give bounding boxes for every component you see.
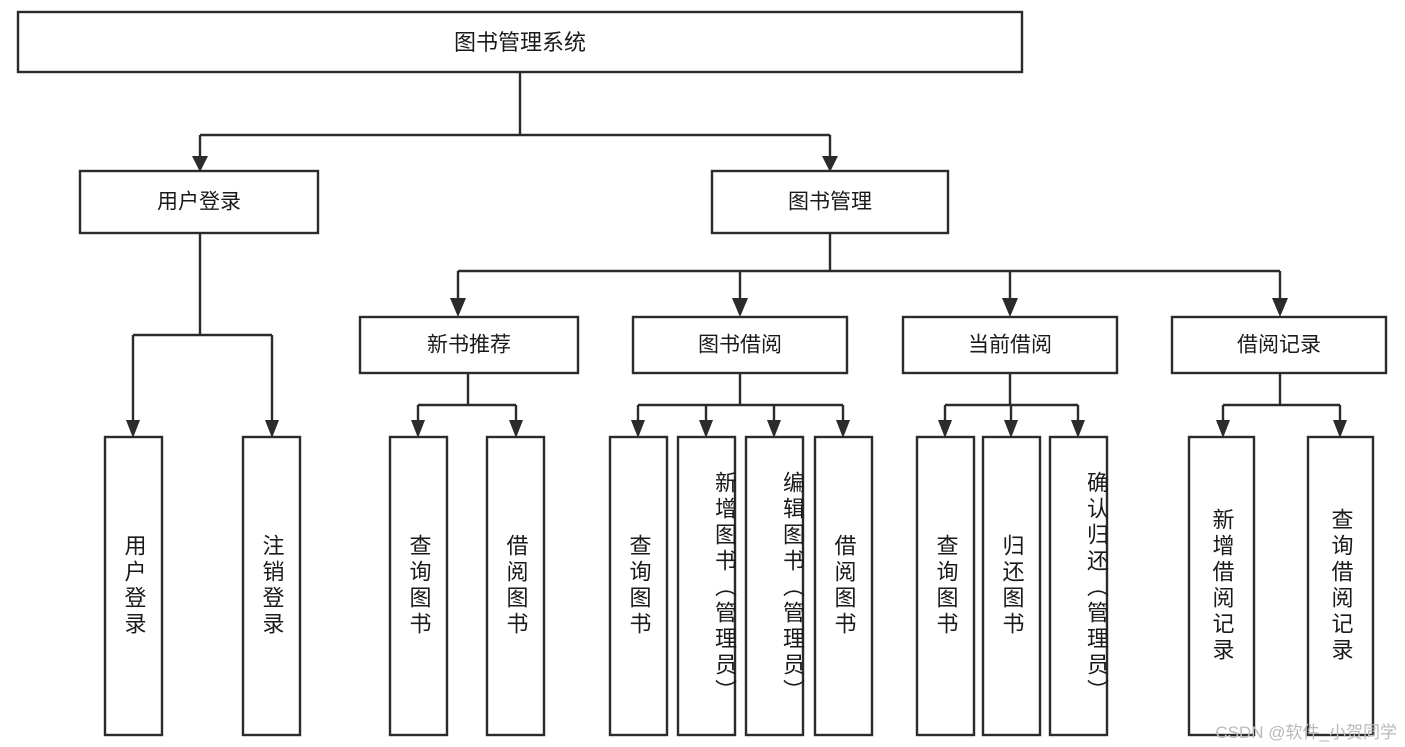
arrow-br-leaf-2 (1333, 420, 1347, 438)
node-box-leaf-add-book[interactable] (676, 435, 737, 737)
arrow-bb-leaf-3 (767, 420, 781, 438)
node-box-book-borrow[interactable] (631, 315, 849, 375)
node-label-book-borrow: 图书借阅 (698, 334, 782, 357)
arrow-bb-leaf-1 (631, 420, 645, 438)
node-user-login[interactable]: 用户登录 (78, 169, 320, 235)
node-borrow-record[interactable]: 借阅记录 (1170, 315, 1388, 375)
node-new-book-recommend[interactable]: 新书推荐 (358, 315, 580, 375)
arrow-bb-leaf-4 (836, 420, 850, 438)
arrow-br-leaf-1 (1216, 420, 1230, 438)
arrow-cb-leaf-3 (1071, 420, 1085, 438)
arrow-user-login-leaf-1 (126, 420, 140, 438)
node-current-borrow[interactable]: 当前借阅 (901, 315, 1119, 375)
node-box-leaf-user-login[interactable] (103, 435, 164, 737)
connector-group-user-login (126, 233, 279, 438)
arrow-bm-to-current-borrow (1002, 298, 1018, 317)
node-box-book-management[interactable] (710, 169, 950, 235)
node-box-leaf-query-record[interactable] (1306, 435, 1375, 737)
node-label-user-login: 用户登录 (157, 191, 241, 214)
arrow-nbr-leaf-2 (509, 420, 523, 438)
node-label-new-book-recommend: 新书推荐 (427, 334, 511, 357)
watermark-label: CSDN @软件_小贺同学 (1215, 723, 1397, 742)
node-box-current-borrow[interactable] (901, 315, 1119, 375)
node-box-leaf-add-record[interactable] (1187, 435, 1256, 737)
node-box-leaf-edit-book[interactable] (744, 435, 805, 737)
node-box-title-system[interactable] (16, 10, 1024, 74)
node-label-borrow-record: 借阅记录 (1237, 334, 1321, 357)
connector-group-book-management (450, 233, 1288, 317)
node-box-leaf-borrow-book-2[interactable] (813, 435, 874, 737)
node-book-borrow[interactable]: 图书借阅 (631, 315, 849, 375)
node-label-book-management: 图书管理 (788, 191, 872, 214)
node-box-leaf-borrow-book-1[interactable] (485, 435, 546, 737)
arrow-bm-to-book-borrow (732, 298, 748, 317)
node-label-title-system: 图书管理系统 (454, 30, 586, 55)
arrow-root-to-book-management (822, 156, 838, 172)
arrow-bm-to-new-book-recommend (450, 298, 466, 317)
connector-group-book-borrow (631, 373, 850, 438)
node-box-user-login[interactable] (78, 169, 320, 235)
arrow-user-login-leaf-2 (265, 420, 279, 438)
node-box-leaf-confirm-return[interactable] (1048, 435, 1109, 737)
node-box-borrow-record[interactable] (1170, 315, 1388, 375)
node-label-current-borrow: 当前借阅 (968, 334, 1052, 357)
arrow-bm-to-borrow-record (1272, 298, 1288, 317)
node-box-leaf-query-book-2[interactable] (608, 435, 669, 737)
node-box-leaf-logout-login[interactable] (241, 435, 302, 737)
connector-group-new-book-recommend (411, 373, 523, 438)
arrow-cb-leaf-1 (938, 420, 952, 438)
node-box-new-book-recommend[interactable] (358, 315, 580, 375)
node-book-management[interactable]: 图书管理 (710, 169, 950, 235)
arrow-bb-leaf-2 (699, 420, 713, 438)
node-title-system[interactable]: 图书管理系统 (16, 10, 1024, 74)
connector-group-borrow-record (1216, 373, 1347, 438)
node-box-leaf-query-book-3[interactable] (915, 435, 976, 737)
connector-group-current-borrow (938, 373, 1085, 438)
arrow-cb-leaf-2 (1004, 420, 1018, 438)
node-box-leaf-query-book-1[interactable] (388, 435, 449, 737)
arrow-nbr-leaf-1 (411, 420, 425, 438)
node-box-leaf-return-book[interactable] (981, 435, 1042, 737)
arrow-root-to-user-login (192, 156, 208, 172)
connector-group-root (192, 72, 838, 172)
